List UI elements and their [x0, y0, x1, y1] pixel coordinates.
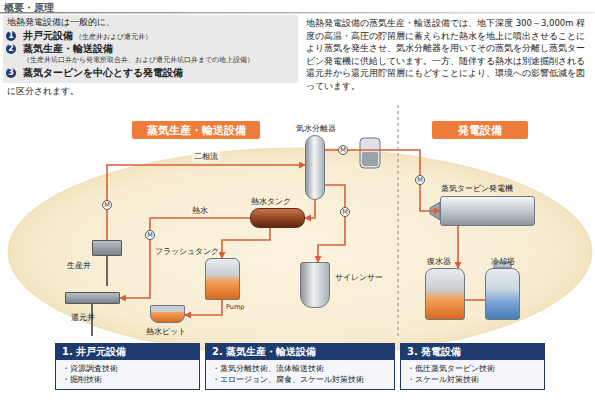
node-label: 発電設備 [458, 123, 502, 138]
pipe-connector [325, 150, 440, 211]
pipe-connector [222, 228, 270, 258]
tech-box: 2. 蒸気生産・輸送設備・蒸気分離技術、流体輸送技術・エロージョン、腐食、スケー… [205, 343, 395, 390]
description-text: 地熱発電設備の蒸気生産・輸送設備では、地下深度 300～3,000m 程度の高温… [306, 17, 590, 92]
node-label: 1. 井戸元設備 [56, 344, 199, 360]
node-label: 復水器 [427, 257, 451, 267]
hot-water-tank: 熱水タンク [250, 208, 305, 228]
section-banner: 発電設備 [432, 121, 528, 139]
node-label: 生産井 [67, 261, 91, 271]
callout-number: 2 [6, 44, 16, 54]
node-label: 蒸気生産・輸送設備 [147, 123, 246, 138]
page-title: 概要・原理 [4, 1, 54, 15]
node-label: 還元井 [71, 313, 95, 323]
node-label: 気水分離器 [296, 124, 336, 134]
node-label: 熱水ピット [146, 327, 186, 337]
node-label: 2. 蒸気生産・輸送設備 [206, 344, 394, 360]
separator-vessel: 気水分離器 [305, 135, 325, 200]
node-label: ・資源調査技術 [56, 360, 199, 374]
pump-label: Pump [226, 303, 244, 311]
node-label: 冷却塔 [491, 257, 515, 267]
node-label: ・エロージョン、腐食、スケール対策技術 [206, 374, 394, 389]
list-note: （生産井坑口弁から発電所取合弁、および還元井坑口弁までの地上設備） [23, 56, 254, 65]
flow-label: 二相流 [192, 152, 220, 162]
callout-number: 1 [6, 31, 16, 41]
intro-text: 地熱発電設備は一般的に、 [7, 17, 115, 28]
callout-number: 3 [6, 68, 16, 78]
header-rule [0, 12, 595, 14]
hot-water-pit: 熱水ピット [150, 305, 185, 323]
node-label: ・掘削技術 [56, 374, 199, 389]
valve-symbol: M [102, 200, 112, 210]
list-note: （生産井および還元井） [75, 33, 152, 42]
node-label: サイレンサー [335, 273, 383, 283]
intro-text: に区分されます。 [7, 86, 79, 97]
ground-oval [8, 148, 592, 356]
list-item: 蒸気生産・輸送設備 [23, 43, 113, 55]
production-well: 生産井 [92, 240, 122, 256]
flash-tank: フラッシュタンク [205, 258, 240, 300]
flow-label: 熱水 [190, 206, 210, 216]
section-banner: 蒸気生産・輸送設備 [132, 121, 260, 139]
list-item: 井戸元設備 [23, 30, 73, 42]
valve-symbol: M [145, 230, 155, 240]
small-vessel [360, 138, 380, 168]
condenser: 復水器 [425, 268, 465, 320]
node-label: 蒸気タービン発電機 [441, 184, 513, 194]
list-item: 蒸気タービンを中心とする発電設備 [23, 67, 183, 79]
valve-symbol: M [415, 175, 425, 185]
reinjection-well: 還元井 [65, 292, 120, 304]
tech-box: 1. 井戸元設備・資源調査技術・掘削技術 [55, 343, 200, 390]
cooling-tower: 冷却塔 [485, 268, 520, 320]
pipe-connector [457, 226, 459, 268]
node-label: ・スケール対策技術 [401, 374, 544, 389]
pipe-connector [305, 200, 315, 218]
pipe-connector [465, 299, 485, 301]
turbine-generator: 蒸気タービン発電機 [440, 196, 535, 226]
node-label: 3. 発電設備 [401, 344, 544, 360]
node-label: ・蒸気分離技術、流体輸送技術 [206, 360, 394, 374]
valve-symbol: M [338, 145, 348, 155]
valve-symbol: M [340, 207, 350, 217]
tech-box: 3. 発電設備・低圧蒸気タービン技術・スケール対策技術 [400, 343, 545, 390]
area-divider [398, 105, 399, 338]
pipe-connector [185, 300, 222, 315]
node-label: ・低圧蒸気タービン技術 [401, 360, 544, 374]
node-label: フラッシュタンク [155, 247, 219, 257]
node-label: 熱水タンク [251, 197, 291, 207]
pipe-connector [107, 165, 305, 240]
silencer: サイレンサー [300, 262, 330, 308]
